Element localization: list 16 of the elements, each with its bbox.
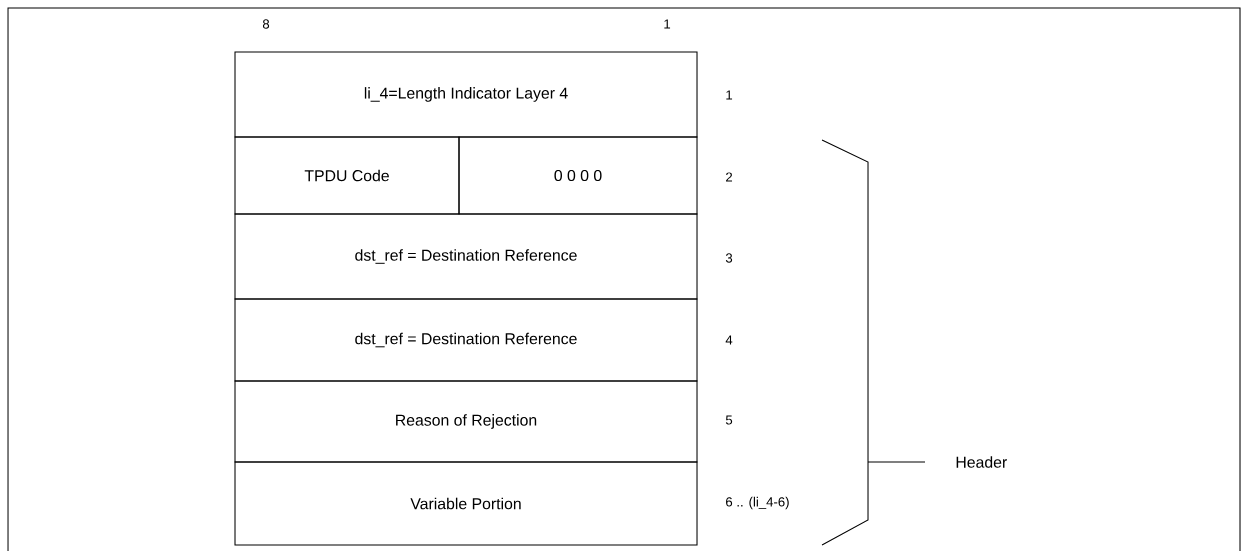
table-cell: Reason of Rejection bbox=[234, 380, 698, 463]
table-cell: Variable Portion bbox=[234, 461, 698, 546]
row-number: 6 .. (li_4-6) bbox=[726, 496, 789, 510]
row-number: 5 bbox=[725, 415, 733, 425]
table-cell: dst_ref = Destination Reference bbox=[234, 298, 698, 382]
row-number: 2 bbox=[726, 172, 733, 182]
side-label: Header bbox=[956, 456, 1007, 468]
table-cell: TPDU Code bbox=[234, 136, 460, 215]
bit-number: 8 bbox=[262, 19, 270, 29]
row-number: 4 bbox=[725, 335, 733, 345]
row-number: 1 bbox=[726, 90, 733, 100]
table-cell: 0 0 0 0 bbox=[458, 136, 698, 215]
row-number: 3 bbox=[725, 253, 733, 263]
table-cell: li_4=Length Indicator Layer 4 bbox=[234, 51, 698, 138]
table-cell: dst_ref = Destination Reference bbox=[234, 213, 698, 300]
bit-number: 1 bbox=[664, 19, 671, 29]
